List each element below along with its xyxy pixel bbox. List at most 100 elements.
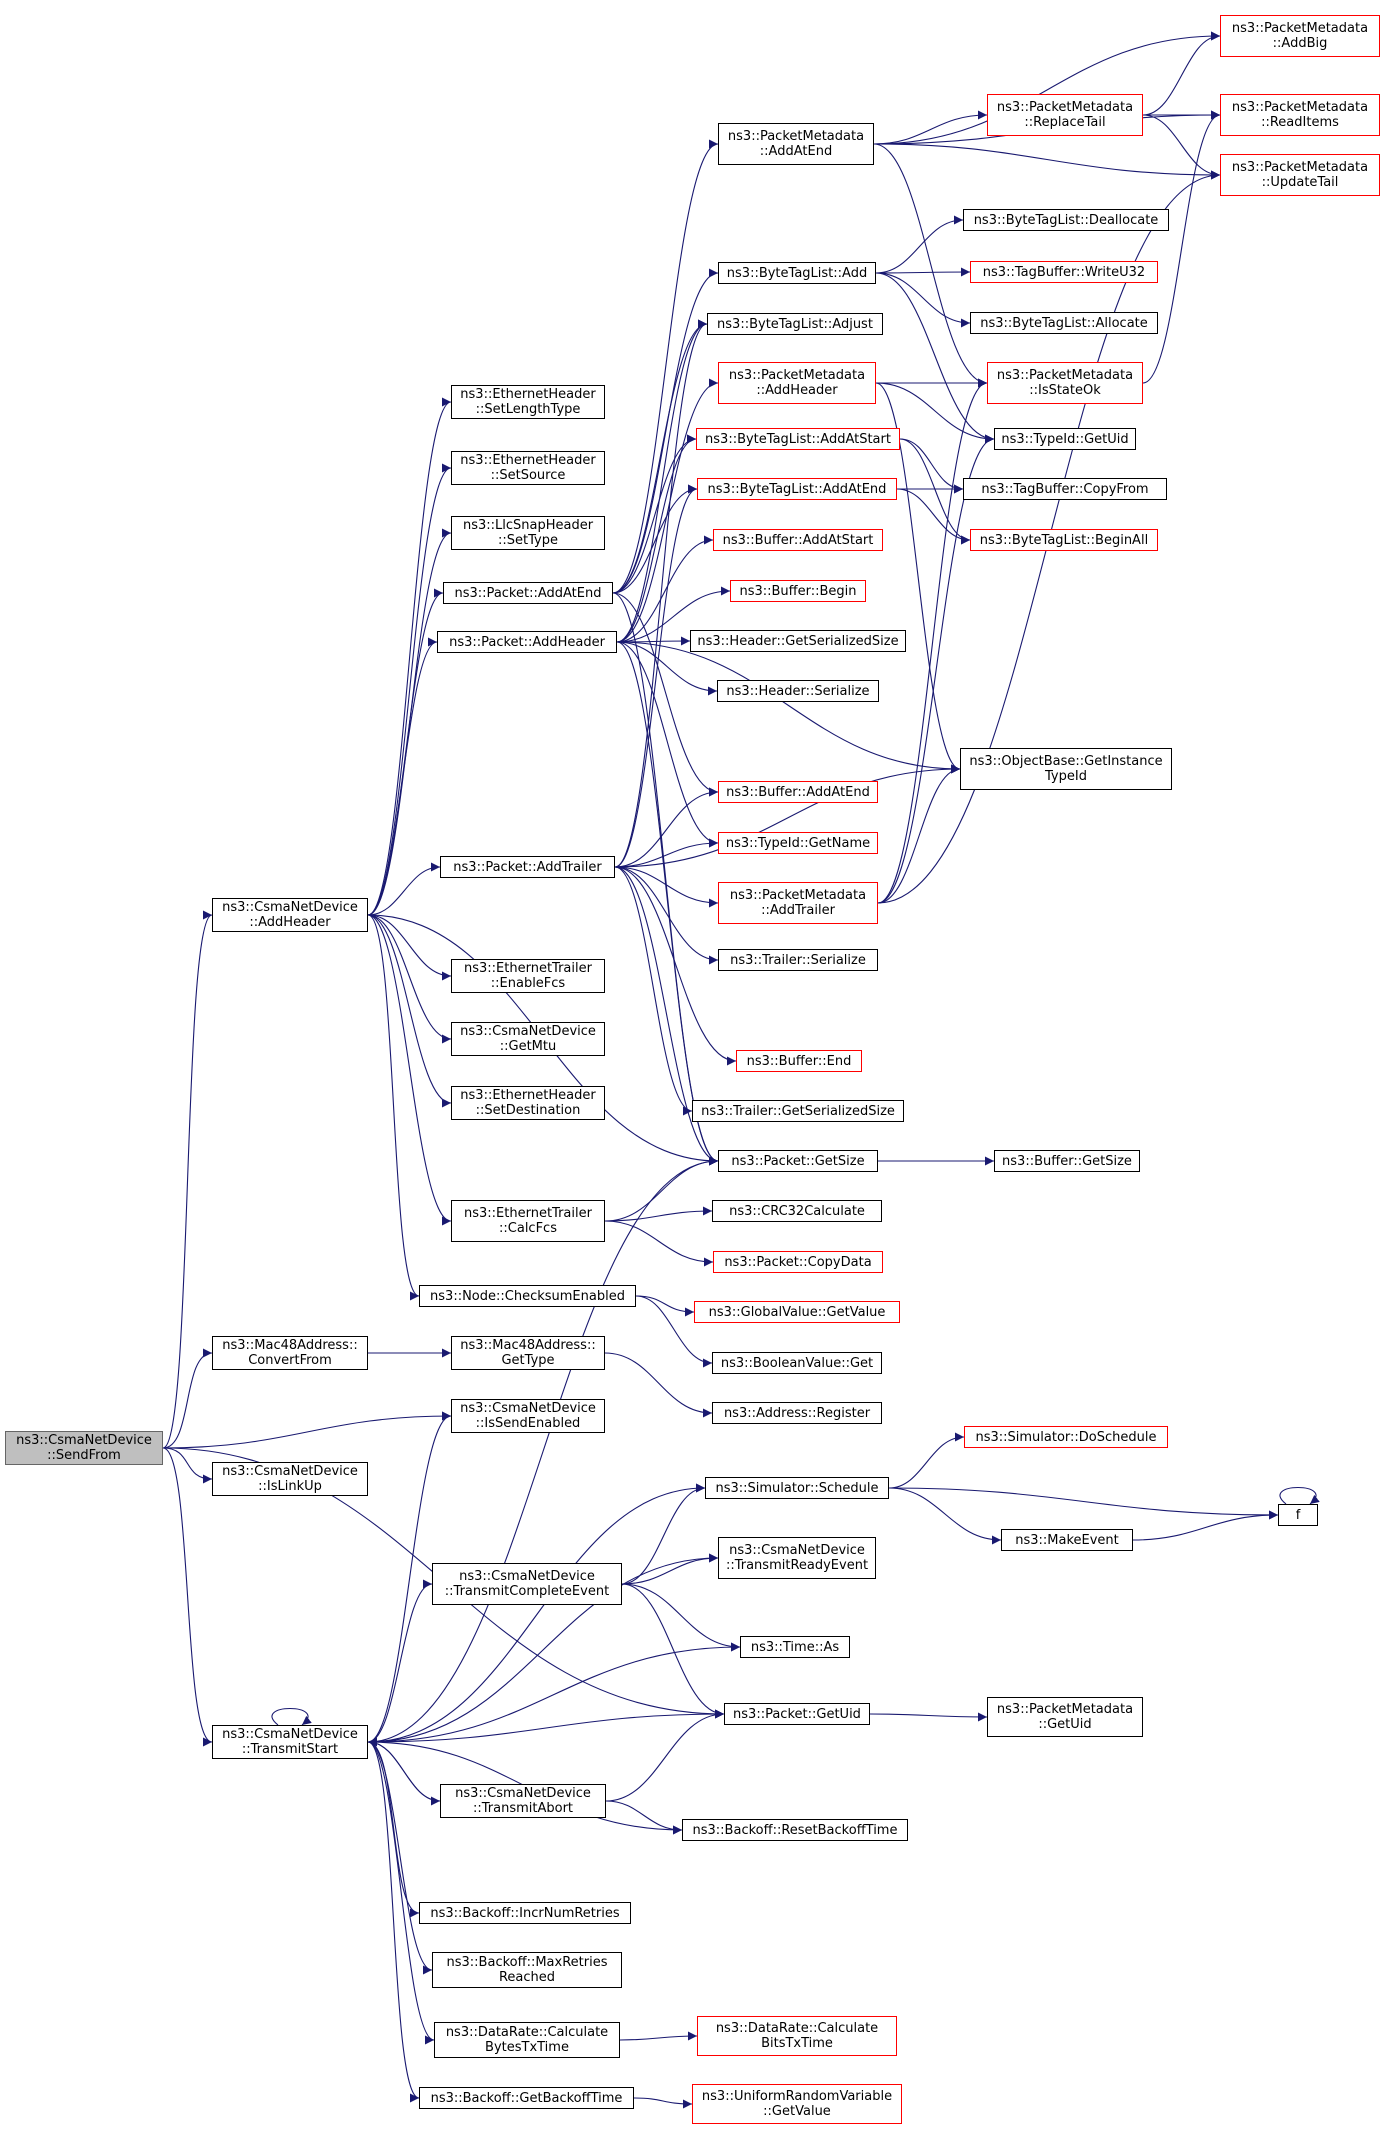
node-hdr-get-serialized-size[interactable]: ns3::Header::GetSerializedSize: [690, 630, 906, 652]
node-trl-get-serialized-size[interactable]: ns3::Trailer::GetSerializedSize: [692, 1100, 904, 1122]
node-tb-copy-from[interactable]: ns3::TagBuffer::CopyFrom: [963, 478, 1167, 500]
node-label-line: ns3::ByteTagList::Allocate: [980, 315, 1148, 331]
node-type-id-get-name[interactable]: ns3::TypeId::GetName: [718, 832, 878, 854]
node-convert-from[interactable]: ns3::Mac48Address::ConvertFrom: [212, 1336, 368, 1370]
node-pkt-add-at-end[interactable]: ns3::Packet::AddAtEnd: [443, 582, 613, 604]
call-edge: [1132, 1510, 1279, 1541]
node-set-destination[interactable]: ns3::EthernetHeader::SetDestination: [451, 1086, 605, 1120]
node-pm-update-tail[interactable]: ns3::PacketMetadata::UpdateTail: [1220, 154, 1380, 196]
node-set-length-type[interactable]: ns3::EthernetHeader::SetLengthType: [451, 385, 605, 419]
node-add-header-csma[interactable]: ns3::CsmaNetDevice::AddHeader: [212, 898, 368, 932]
node-checksum-enabled[interactable]: ns3::Node::ChecksumEnabled: [419, 1285, 636, 1307]
node-btl-deallocate[interactable]: ns3::ByteTagList::Deallocate: [963, 209, 1169, 231]
node-enable-fcs[interactable]: ns3::EthernetTrailer::EnableFcs: [451, 959, 605, 993]
call-edge: [888, 1487, 1002, 1545]
node-label-line: ns3::Packet::AddTrailer: [453, 859, 602, 875]
call-edge: [869, 1712, 988, 1722]
node-hdr-serialize[interactable]: ns3::Header::Serialize: [717, 680, 879, 702]
node-pm-add-trailer[interactable]: ns3::PacketMetadata::AddTrailer: [718, 882, 878, 924]
node-is-send-enabled[interactable]: ns3::CsmaNetDevice::IsSendEnabled: [451, 1399, 605, 1433]
node-time-as[interactable]: ns3::Time::As: [740, 1636, 850, 1658]
node-addr-register[interactable]: ns3::Address::Register: [712, 1402, 882, 1424]
node-urv-get-value[interactable]: ns3::UniformRandomVariable::GetValue: [692, 2084, 902, 2124]
node-buf-get-size[interactable]: ns3::Buffer::GetSize: [994, 1150, 1140, 1172]
call-edge: [616, 641, 718, 696]
node-calc-fcs[interactable]: ns3::EthernetTrailer::CalcFcs: [451, 1200, 605, 1242]
node-btl-adjust[interactable]: ns3::ByteTagList::Adjust: [707, 313, 883, 335]
node-label-line: ns3::CsmaNetDevice: [222, 900, 358, 915]
node-btl-add[interactable]: ns3::ByteTagList::Add: [718, 262, 876, 284]
node-buf-begin[interactable]: ns3::Buffer::Begin: [730, 580, 866, 602]
node-label-line: ::CalcFcs: [499, 1221, 557, 1236]
call-edge: [367, 397, 452, 916]
node-tb-write-u32[interactable]: ns3::TagBuffer::WriteU32: [970, 261, 1158, 283]
node-pm-read-items[interactable]: ns3::PacketMetadata::ReadItems: [1220, 94, 1380, 136]
node-sim-schedule[interactable]: ns3::Simulator::Schedule: [705, 1477, 889, 1499]
node-transmit-ready-event[interactable]: ns3::CsmaNetDevice::TransmitReadyEvent: [718, 1537, 876, 1579]
node-transmit-start[interactable]: ns3::CsmaNetDevice::TransmitStart: [212, 1725, 368, 1759]
node-label-line: ns3::Packet::AddHeader: [449, 634, 605, 650]
node-label-line: ns3::Buffer::GetSize: [1002, 1153, 1132, 1169]
node-get-mtu[interactable]: ns3::CsmaNetDevice::GetMtu: [451, 1022, 605, 1056]
node-sim-do-schedule[interactable]: ns3::Simulator::DoSchedule: [964, 1426, 1168, 1448]
node-pm-is-state-ok[interactable]: ns3::PacketMetadata::IsStateOk: [987, 362, 1143, 404]
node-label-line: ns3::Backoff::IncrNumRetries: [430, 1905, 620, 1921]
node-crc32[interactable]: ns3::CRC32Calculate: [712, 1200, 882, 1222]
node-pkt-add-trailer[interactable]: ns3::Packet::AddTrailer: [440, 856, 615, 878]
node-f[interactable]: f: [1278, 1504, 1318, 1526]
node-label-line: ns3::TypeId::GetUid: [1001, 431, 1129, 447]
node-pkt-get-uid[interactable]: ns3::Packet::GetUid: [724, 1703, 870, 1725]
node-btl-add-at-start[interactable]: ns3::ByteTagList::AddAtStart: [696, 428, 900, 450]
node-label-line: ::TransmitReadyEvent: [725, 1558, 869, 1573]
node-transmit-complete-event[interactable]: ns3::CsmaNetDevice::TransmitCompleteEven…: [432, 1563, 622, 1605]
node-pm-add-header[interactable]: ns3::PacketMetadata::AddHeader: [718, 362, 876, 404]
node-label-line: ns3::DataRate::Calculate: [715, 2021, 879, 2036]
call-edge: [875, 272, 995, 444]
node-pm-replace-tail[interactable]: ns3::PacketMetadata::ReplaceTail: [987, 94, 1143, 136]
call-edge: [1142, 31, 1221, 116]
call-edge: [873, 143, 988, 388]
node-send-from: ns3::CsmaNetDevice::SendFrom: [5, 1431, 163, 1465]
call-edge: [614, 866, 737, 1066]
node-buf-end[interactable]: ns3::Buffer::End: [736, 1050, 862, 1072]
node-llc-set-type[interactable]: ns3::LlcSnapHeader::SetType: [451, 516, 605, 550]
node-pkt-add-header[interactable]: ns3::Packet::AddHeader: [437, 631, 617, 653]
node-get-backoff-time[interactable]: ns3::Backoff::GetBackoffTime: [419, 2087, 634, 2109]
node-make-event[interactable]: ns3::MakeEvent: [1001, 1529, 1133, 1551]
node-btl-allocate[interactable]: ns3::ByteTagList::Allocate: [970, 312, 1158, 334]
node-transmit-abort[interactable]: ns3::CsmaNetDevice::TransmitAbort: [440, 1784, 606, 1818]
node-mac-get-type[interactable]: ns3::Mac48Address::GetType: [451, 1336, 605, 1370]
call-edge: [888, 1432, 965, 1489]
node-pkt-get-size[interactable]: ns3::Packet::GetSize: [718, 1150, 878, 1172]
node-label-line: TypeId: [1045, 769, 1087, 784]
node-btl-begin-all[interactable]: ns3::ByteTagList::BeginAll: [970, 529, 1158, 551]
node-pkt-copy-data[interactable]: ns3::Packet::CopyData: [713, 1251, 883, 1273]
node-type-id-get-uid[interactable]: ns3::TypeId::GetUid: [994, 428, 1136, 450]
node-label-line: ns3::Mac48Address::: [460, 1338, 596, 1353]
node-pm-add-big[interactable]: ns3::PacketMetadata::AddBig: [1220, 15, 1380, 57]
node-trl-serialize[interactable]: ns3::Trailer::Serialize: [718, 949, 878, 971]
call-edge: [367, 1553, 719, 1743]
node-pm-get-uid[interactable]: ns3::PacketMetadata::GetUid: [987, 1697, 1143, 1737]
call-edge: [162, 1348, 213, 1449]
node-reset-backoff-time[interactable]: ns3::Backoff::ResetBackoffTime: [682, 1819, 908, 1841]
call-edge: [614, 484, 698, 868]
node-buf-add-at-end[interactable]: ns3::Buffer::AddAtEnd: [718, 781, 878, 803]
node-pm-add-at-end[interactable]: ns3::PacketMetadata::AddAtEnd: [718, 123, 874, 165]
node-buf-add-at-start[interactable]: ns3::Buffer::AddAtStart: [713, 529, 883, 551]
node-gv-get-value[interactable]: ns3::GlobalValue::GetValue: [694, 1301, 900, 1323]
node-is-link-up[interactable]: ns3::CsmaNetDevice::IsLinkUp: [212, 1462, 368, 1496]
node-bv-get[interactable]: ns3::BooleanValue::Get: [712, 1352, 882, 1374]
node-set-source[interactable]: ns3::EthernetHeader::SetSource: [451, 451, 605, 485]
node-label-line: ns3::EthernetTrailer: [464, 1206, 592, 1221]
node-btl-add-at-end[interactable]: ns3::ByteTagList::AddAtEnd: [697, 478, 897, 500]
node-incr-num-retries[interactable]: ns3::Backoff::IncrNumRetries: [419, 1902, 631, 1924]
node-label-line: ns3::CsmaNetDevice: [222, 1464, 358, 1479]
node-label-line: ::SendFrom: [47, 1448, 121, 1463]
call-edge: [635, 1295, 713, 1368]
